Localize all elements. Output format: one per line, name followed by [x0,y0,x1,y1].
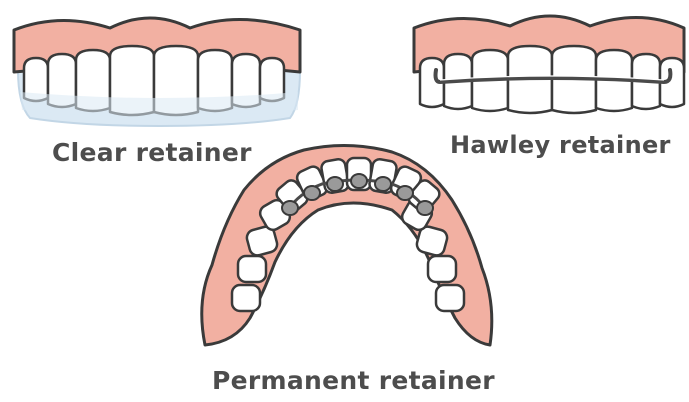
permanent-tooth-l2 [238,256,266,282]
permanent-tooth-r1 [436,285,464,311]
permanent-bond-pad-3 [327,177,343,191]
hawley-retainer-label: Hawley retainer [450,131,671,159]
permanent-tooth-r2 [428,256,456,282]
permanent-retainer-illustration [202,145,492,345]
permanent-retainer-label: Permanent retainer [212,366,495,395]
permanent-bond-pad-5 [375,177,391,191]
clear-retainer-illustration [14,18,300,126]
permanent-bond-pad-1 [282,201,298,215]
hawley-retainer-illustration [414,16,684,113]
permanent-bond-pad-6 [397,186,413,200]
permanent-tooth-l1 [232,285,260,311]
permanent-bond-pad-7 [417,201,433,215]
clear-retainer-label: Clear retainer [52,138,252,167]
permanent-bond-pad-2 [304,186,320,200]
permanent-bond-pad-4 [351,174,367,188]
